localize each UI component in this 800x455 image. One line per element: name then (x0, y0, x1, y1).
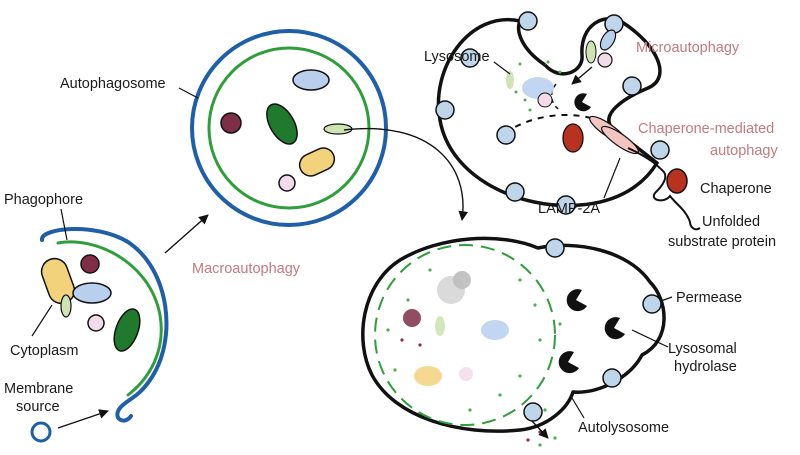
label-hydrolase-line2: hydrolase (674, 359, 737, 375)
label-permease: Permease (676, 290, 742, 306)
membrane-source (30, 421, 52, 443)
label-unfolded-line2: substrate protein (668, 234, 776, 250)
label-hydrolase-line1: Lysosomal (668, 341, 737, 357)
label-phagophore: Phagophore (4, 192, 83, 208)
label-membrane-source-line2: source (16, 399, 60, 415)
autophagosome (190, 29, 388, 227)
label-cma-line2: autophagy (710, 143, 778, 159)
phagophore (40, 226, 169, 423)
autolysosome (361, 236, 666, 447)
label-chaperone: Chaperone (700, 181, 772, 197)
label-membrane-source-line1: Membrane (4, 381, 73, 397)
cytoplasm-contents (40, 254, 141, 352)
label-cma-line1: Chaperone-mediated (638, 121, 774, 137)
label-autolysosome: Autolysosome (578, 420, 669, 436)
label-lamp2a: LAMP-2A (538, 201, 600, 217)
label-microautophagy: Microautophagy (636, 40, 740, 56)
label-macroautophagy: Macroautophagy (192, 261, 301, 277)
chaperone-complex (627, 147, 701, 231)
label-autophagosome: Autophagosome (60, 76, 166, 92)
label-cytoplasm: Cytoplasm (10, 343, 79, 359)
lysosome (435, 11, 670, 215)
label-lysosome: Lysosome (424, 49, 490, 65)
label-unfolded-line1: Unfolded (702, 214, 760, 230)
